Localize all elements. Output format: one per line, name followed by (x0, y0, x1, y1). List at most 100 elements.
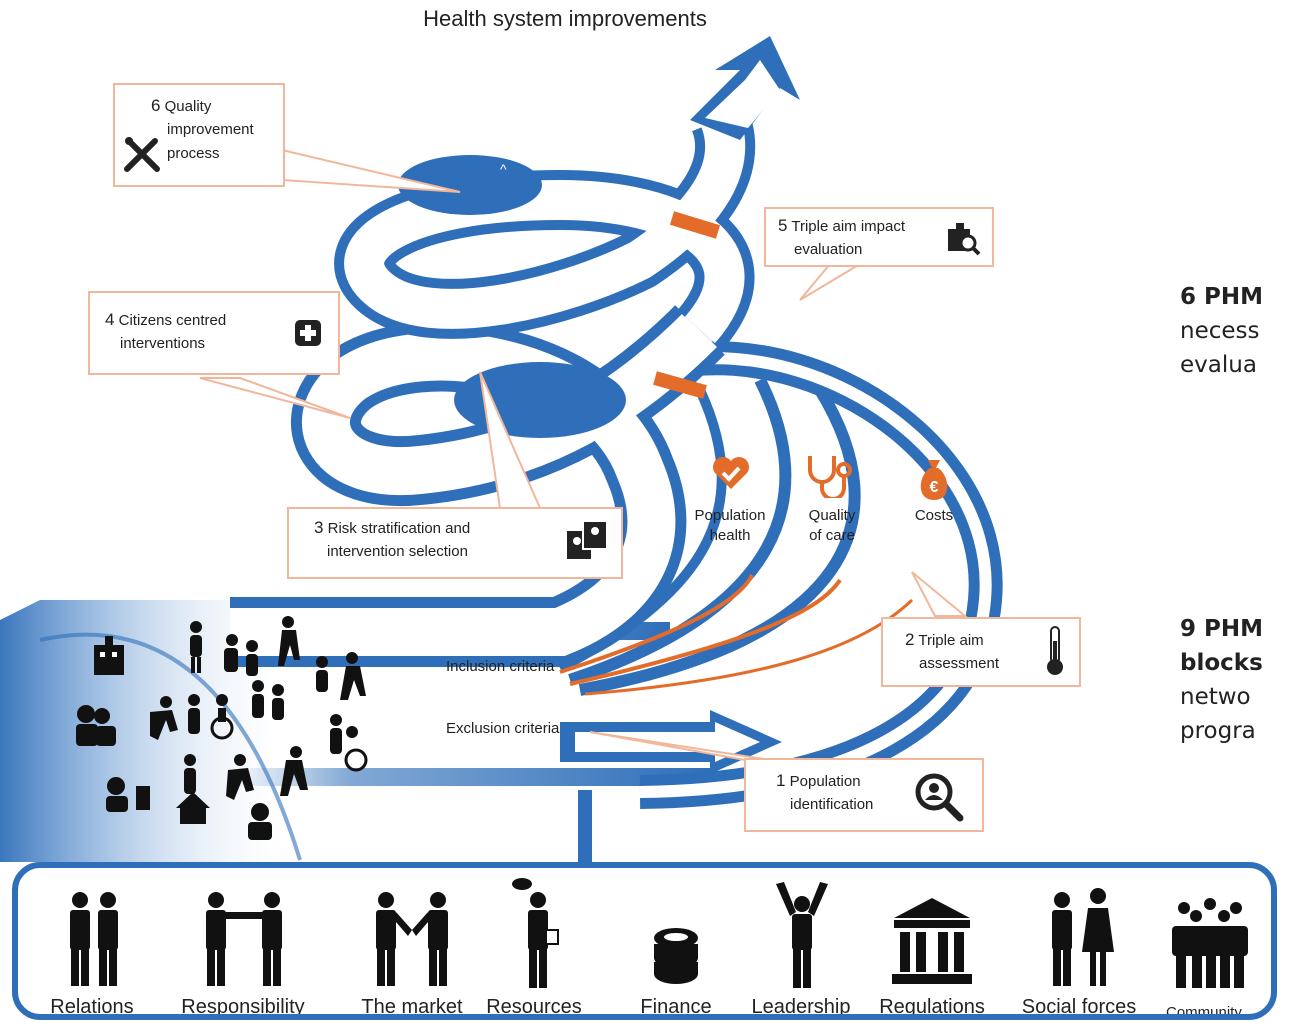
aim-costs: Costs (894, 506, 974, 526)
aim-label-line: Costs (914, 507, 954, 524)
callout-impact-evaluation: 5 Triple aim impact evaluation (764, 207, 994, 267)
strand-orange-2 (569, 578, 842, 686)
strand-costs (578, 386, 861, 696)
population-curve (39, 632, 302, 861)
aim-label-line: Quality (808, 507, 856, 524)
step-label-line: evaluation (794, 241, 863, 258)
doctor-group-icon (76, 705, 116, 746)
side-text-bold: 9 PHM (1180, 616, 1264, 642)
tools-icon (124, 137, 160, 172)
side-text-bold: blocks (1180, 650, 1263, 676)
callout-citizen-interventions: 4 Citizens centred interventions (88, 291, 340, 375)
leadership-icon (776, 882, 828, 988)
handshake-icon (376, 892, 448, 986)
person-standing-icon (184, 754, 196, 794)
wheelchair-icon (344, 726, 368, 772)
step-label-line: process (167, 145, 220, 162)
step-number: 1 (776, 771, 786, 790)
step-label-line: Quality (164, 98, 212, 115)
stratification-cards-icon (567, 520, 608, 559)
inclusion-criteria-label: Inclusion criteria (446, 658, 555, 675)
block-label: Responsibility (181, 996, 305, 1018)
stethoscope-icon (808, 456, 852, 498)
building-blocks-bar: Relations Responsibility The market Reso… (12, 862, 1277, 1020)
relations-icon (70, 892, 118, 986)
step-number: 2 (905, 630, 915, 649)
pointer-5 (799, 263, 864, 301)
block-label: Leadership (751, 996, 851, 1018)
block-label: Relations (50, 996, 134, 1018)
step-label-line: assessment (919, 655, 1000, 672)
step-label-line: improvement (167, 121, 254, 138)
aim-label-line: health (709, 527, 751, 544)
thermometer-icon (1047, 626, 1063, 675)
responsibility-icon (206, 892, 282, 986)
block-label: Finance (640, 996, 712, 1018)
person-standing-icon (330, 714, 342, 754)
side-text-bold: 6 PHM (1180, 284, 1264, 310)
strand-orange-1 (559, 574, 754, 674)
svg-text:€: € (930, 479, 939, 496)
step-number: 5 (778, 216, 788, 235)
hospital-icon (94, 636, 124, 675)
elderly-cane-icon (316, 656, 328, 692)
courthouse-icon (892, 898, 972, 984)
medical-cross-icon (295, 320, 321, 346)
person-standing-icon (188, 694, 200, 734)
wheelchair-icon (210, 694, 234, 740)
side-text-line: netwo (1180, 684, 1251, 710)
magnifier-plus-icon (948, 223, 981, 256)
step-label-line: Triple aim impact (791, 218, 906, 235)
person-walking-icon (340, 652, 366, 700)
coins-icon (654, 928, 698, 984)
pointer-4 (199, 377, 351, 419)
side-text-line: evalua (1180, 352, 1257, 378)
svg-text:^: ^ (500, 161, 507, 177)
diagram-title: Health system improvements (423, 6, 707, 31)
population-people (76, 616, 368, 840)
orange-marker-lower (653, 371, 707, 399)
aim-population-health: Population health (688, 506, 772, 546)
pointer-2 (911, 571, 968, 617)
step-label-line: interventions (120, 335, 206, 352)
side-text-line: necess (1180, 318, 1260, 344)
step-label-line: intervention selection (327, 543, 468, 560)
heart-icon (713, 457, 749, 489)
step-label-line: Risk stratification and (327, 520, 471, 537)
side-text-block-1: 6 PHM necess evalua (1180, 280, 1263, 382)
person-walking-icon (278, 616, 300, 666)
nurse-icon (106, 777, 150, 812)
family-icon (252, 680, 284, 720)
social-forces-icon (1052, 888, 1114, 986)
step-label-line: Triple aim (918, 632, 984, 649)
house-icon (176, 792, 210, 824)
person-search-icon (915, 773, 964, 822)
callout-population-identification: 1 Population identification (744, 758, 984, 832)
block-label: Resources (486, 996, 582, 1018)
runner-icon (226, 754, 254, 800)
resources-icon (512, 878, 559, 988)
aim-quality-of-care: Quality of care (790, 506, 874, 546)
stem (578, 790, 592, 864)
elderly-couple-icon (224, 634, 258, 676)
person-falling-icon (280, 746, 308, 796)
side-text-block-2: 9 PHM blocks netwo progra (1180, 612, 1263, 748)
runner-icon (150, 696, 178, 740)
step-label-line: identification (790, 796, 874, 813)
callout-triple-aim-assessment: 2 Triple aim assessment (881, 617, 1081, 687)
side-text-line: progra (1180, 718, 1256, 744)
person-walking-icon (190, 621, 202, 673)
step-number: 4 (105, 310, 115, 329)
exclusion-criteria-label: Exclusion criteria (446, 720, 560, 737)
orange-marker-upper (669, 211, 721, 239)
aim-label-line: of care (809, 527, 855, 544)
block-label: Regulations (879, 996, 985, 1018)
step-number: 3 (314, 518, 324, 537)
strand-quality (568, 377, 792, 686)
callout-quality-improvement: 6 Quality improvement process (113, 83, 285, 187)
callout-risk-stratification: 3 Risk stratification and intervention s… (287, 507, 623, 579)
block-label: Community (1166, 1004, 1242, 1020)
block-label: The market (361, 996, 463, 1018)
upper-loop-eye (398, 155, 542, 215)
